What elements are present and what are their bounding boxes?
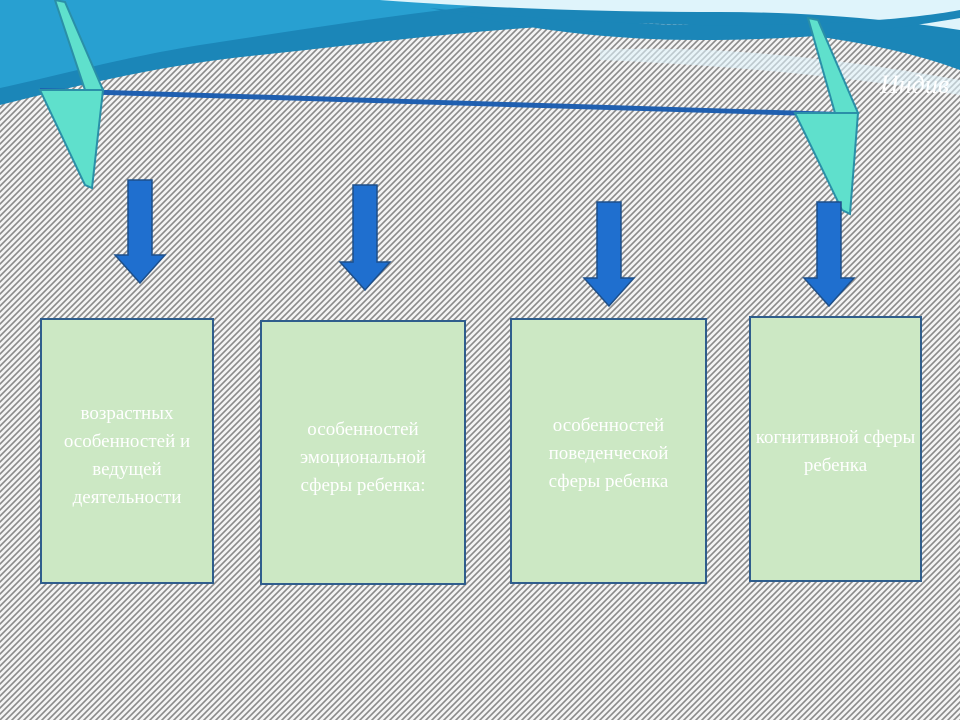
box-age-features-text: возрастных особенностей и ведущей деятел… [63,403,191,508]
down-arrow-3 [582,201,636,308]
right-slash-decoration [793,16,860,216]
box-behavioral-sphere-text: особенностей поведенческой сферы ребенка [548,415,669,492]
box-emotional-sphere: особенностей эмоциональной сферы ребенка… [260,320,466,585]
down-arrow-2 [338,184,392,292]
down-arrow-1 [113,179,167,285]
down-arrow-4 [802,201,856,308]
box-emotional-sphere-text: особенностей эмоциональной сферы ребенка… [299,419,427,496]
top-wave-decoration [0,0,960,105]
box-behavioral-sphere: особенностей поведенческой сферы ребенка [510,318,707,584]
slide-title: Индив [880,70,950,99]
box-cognitive-sphere: когнитивной сферы ребенка [749,316,922,582]
box-cognitive-sphere-text: когнитивной сферы ребенка [755,427,916,476]
left-slash-decoration [38,0,105,190]
box-age-features: возрастных особенностей и ведущей деятел… [40,318,214,584]
connector-bar [40,88,845,117]
